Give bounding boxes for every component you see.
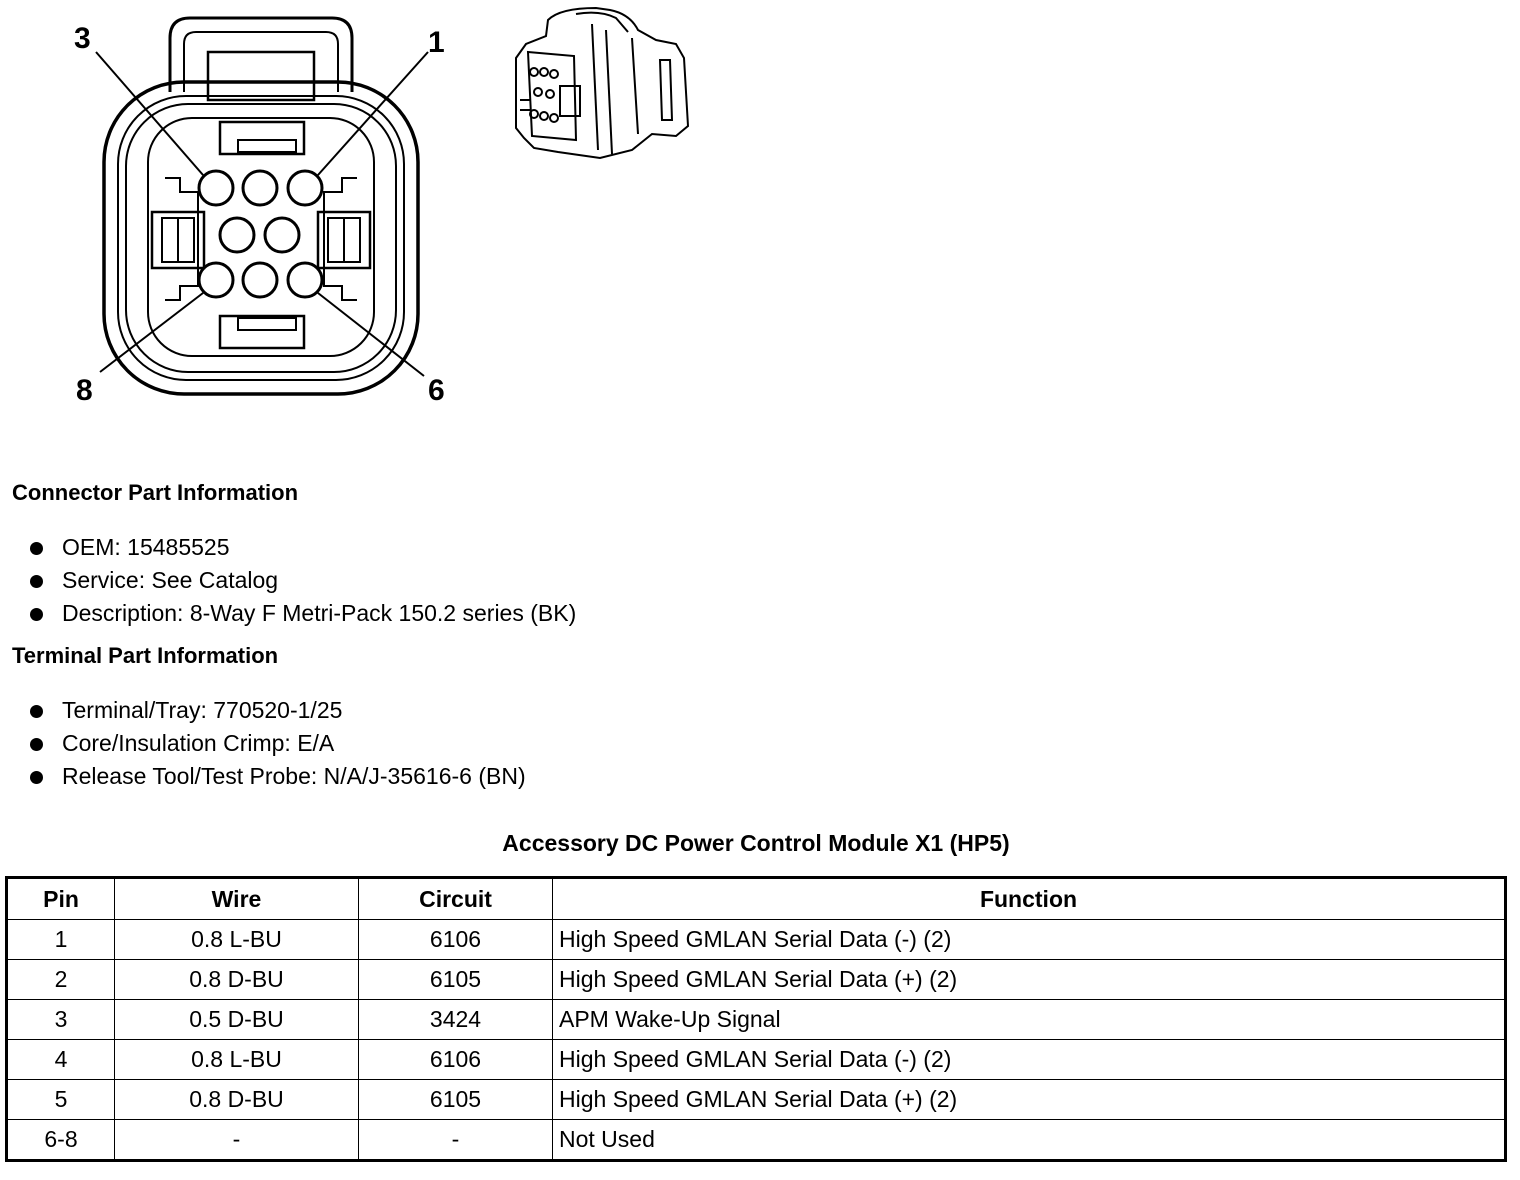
list-item-text: Service: See Catalog	[62, 567, 279, 593]
cell-wire: 0.8 L-BU	[114, 1039, 359, 1080]
cell-wire: 0.8 D-BU	[114, 1079, 359, 1120]
cavity-pin-4	[263, 216, 301, 254]
pin-callout-6: 6	[428, 374, 445, 407]
list-item-text: Description: 8-Way F Metri-Pack 150.2 se…	[62, 600, 577, 626]
bullet-icon	[30, 542, 43, 555]
cell-wire: 0.8 D-BU	[114, 959, 359, 1000]
terminal-info-heading: Terminal Part Information	[12, 643, 279, 668]
pin-callout-8: 8	[76, 374, 93, 407]
list-item: Service: See Catalog	[28, 564, 576, 597]
cell-pin: 5	[6, 1079, 115, 1120]
cell-pin: 1	[6, 919, 115, 960]
column-header-wire: Wire	[114, 877, 359, 920]
cell-function: APM Wake-Up Signal	[552, 999, 1506, 1040]
cell-wire: 0.5 D-BU	[114, 999, 359, 1040]
connector-info-heading: Connector Part Information	[12, 480, 299, 505]
cell-function: High Speed GMLAN Serial Data (-) (2)	[552, 1039, 1506, 1080]
column-header-pin: Pin	[6, 877, 115, 920]
cell-circuit: 6106	[358, 919, 553, 960]
list-item: Description: 8-Way F Metri-Pack 150.2 se…	[28, 597, 576, 630]
table-row: 6-8 - - Not Used	[6, 1119, 1506, 1161]
cavity-pin-7	[241, 261, 279, 299]
table-title: Accessory DC Power Control Module X1 (HP…	[502, 830, 1010, 856]
table-row: 3 0.5 D-BU 3424 APM Wake-Up Signal	[6, 999, 1506, 1040]
cell-function: Not Used	[552, 1119, 1506, 1161]
column-header-circuit: Circuit	[358, 877, 553, 920]
cell-circuit: 6105	[358, 959, 553, 1000]
table-row: 4 0.8 L-BU 6106 High Speed GMLAN Serial …	[6, 1039, 1506, 1080]
bullet-icon	[30, 705, 43, 718]
cell-wire: 0.8 L-BU	[114, 919, 359, 960]
cell-circuit: 6106	[358, 1039, 553, 1080]
cell-circuit: 3424	[358, 999, 553, 1040]
list-item: Terminal/Tray: 770520-1/25	[28, 694, 526, 727]
pin-callout-3: 3	[74, 22, 91, 55]
cell-pin: 6-8	[6, 1119, 115, 1161]
table-row: 5 0.8 D-BU 6105 High Speed GMLAN Serial …	[6, 1079, 1506, 1120]
list-item-text: Release Tool/Test Probe: N/A/J-35616-6 (…	[62, 763, 526, 789]
cell-function: High Speed GMLAN Serial Data (-) (2)	[552, 919, 1506, 960]
cell-pin: 2	[6, 959, 115, 1000]
bullet-icon	[30, 738, 43, 751]
connector-isometric-view	[515, 6, 690, 160]
pinout-table: Pin Wire Circuit Function 1 0.8 L-BU 610…	[5, 876, 1507, 1162]
cavity-pin-8	[197, 261, 235, 299]
list-item-text: Terminal/Tray: 770520-1/25	[62, 697, 343, 723]
list-item: OEM: 15485525	[28, 531, 576, 564]
pin-callout-1: 1	[428, 26, 445, 59]
list-item-text: Core/Insulation Crimp: E/A	[62, 730, 335, 756]
terminal-info-list: Terminal/Tray: 770520-1/25 Core/Insulati…	[28, 694, 526, 793]
cavity-pin-3	[197, 169, 235, 207]
cell-pin: 3	[6, 999, 115, 1040]
connector-diagram: 3 1 8 6	[74, 6, 690, 407]
list-item: Core/Insulation Crimp: E/A	[28, 727, 526, 760]
column-header-function: Function	[552, 877, 1506, 920]
table-header-row: Pin Wire Circuit Function	[6, 877, 1506, 920]
bullet-icon	[30, 575, 43, 588]
cavity-pin-6	[286, 261, 324, 299]
cavity-pin-2	[241, 169, 279, 207]
cell-wire: -	[114, 1119, 359, 1161]
cell-circuit: 6105	[358, 1079, 553, 1120]
cell-function: High Speed GMLAN Serial Data (+) (2)	[552, 1079, 1506, 1120]
cavity-pin-1	[286, 169, 324, 207]
bullet-icon	[30, 771, 43, 784]
connector-info-list: OEM: 15485525 Service: See Catalog Descr…	[28, 531, 576, 630]
list-item: Release Tool/Test Probe: N/A/J-35616-6 (…	[28, 760, 526, 793]
cell-circuit: -	[358, 1119, 553, 1161]
bullet-icon	[30, 608, 43, 621]
table-row: 1 0.8 L-BU 6106 High Speed GMLAN Serial …	[6, 919, 1506, 960]
list-item-text: OEM: 15485525	[62, 534, 230, 560]
table-row: 2 0.8 D-BU 6105 High Speed GMLAN Serial …	[6, 959, 1506, 1000]
connector-face-view	[95, 16, 429, 396]
cavity-pin-5	[218, 216, 256, 254]
cell-function: High Speed GMLAN Serial Data (+) (2)	[552, 959, 1506, 1000]
cell-pin: 4	[6, 1039, 115, 1080]
